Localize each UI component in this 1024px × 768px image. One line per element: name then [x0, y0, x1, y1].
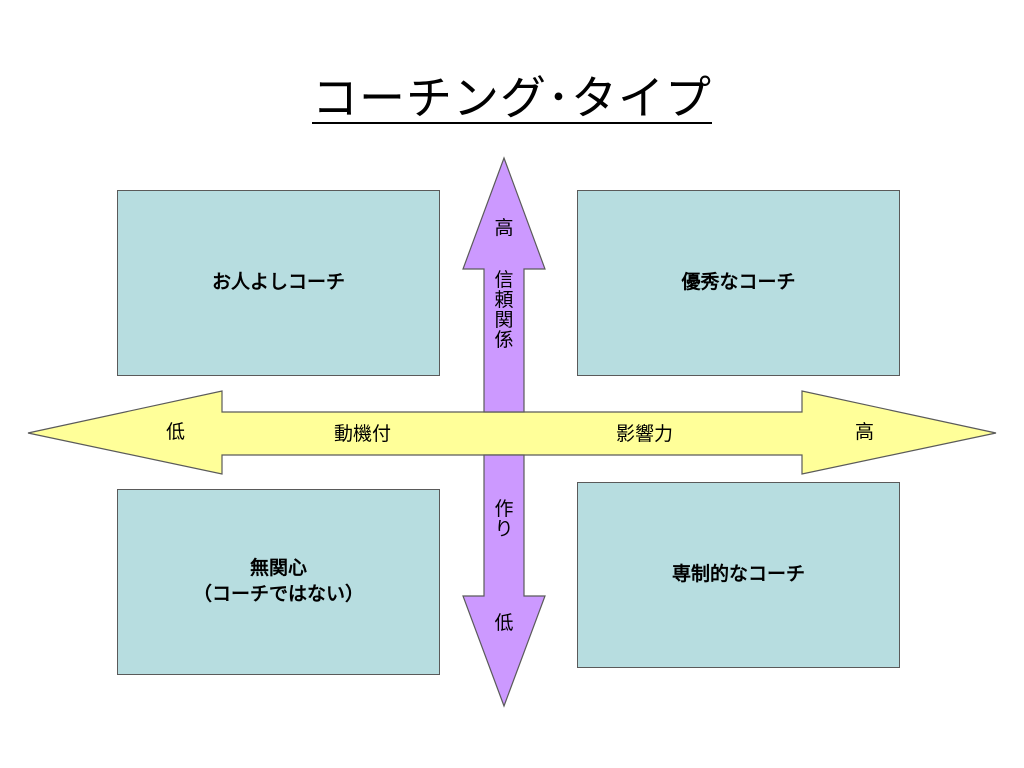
- horizontal-low-label: 低: [166, 421, 186, 443]
- slide-title: コーチング･タイプ: [312, 71, 712, 125]
- quadrant-top-left: お人よしコーチ: [117, 190, 440, 376]
- horizontal-high-label: 高: [855, 421, 875, 443]
- quadrant-top-right: 優秀なコーチ: [577, 190, 900, 376]
- vertical-axis-arrow: [462, 156, 546, 413]
- vertical-axis-label-bottom: 作 り: [494, 498, 514, 540]
- vertical-axis-arrow-lower: [462, 454, 546, 708]
- quadrant-bottom-right: 専制的なコーチ: [577, 482, 900, 668]
- vertical-low-label: 低: [494, 612, 514, 634]
- vertical-high-label: 高: [494, 217, 514, 239]
- horizontal-axis-arrow: [27, 390, 997, 475]
- quadrant-bottom-left: 無関心 （コーチではない）: [117, 489, 440, 675]
- horizontal-axis-label-left: 動機付: [334, 423, 392, 445]
- vertical-axis-label-top: 信 頼 関 係: [494, 269, 514, 351]
- slide-title-container: コーチング･タイプ: [0, 62, 1024, 128]
- horizontal-axis-label-right: 影響力: [616, 423, 674, 445]
